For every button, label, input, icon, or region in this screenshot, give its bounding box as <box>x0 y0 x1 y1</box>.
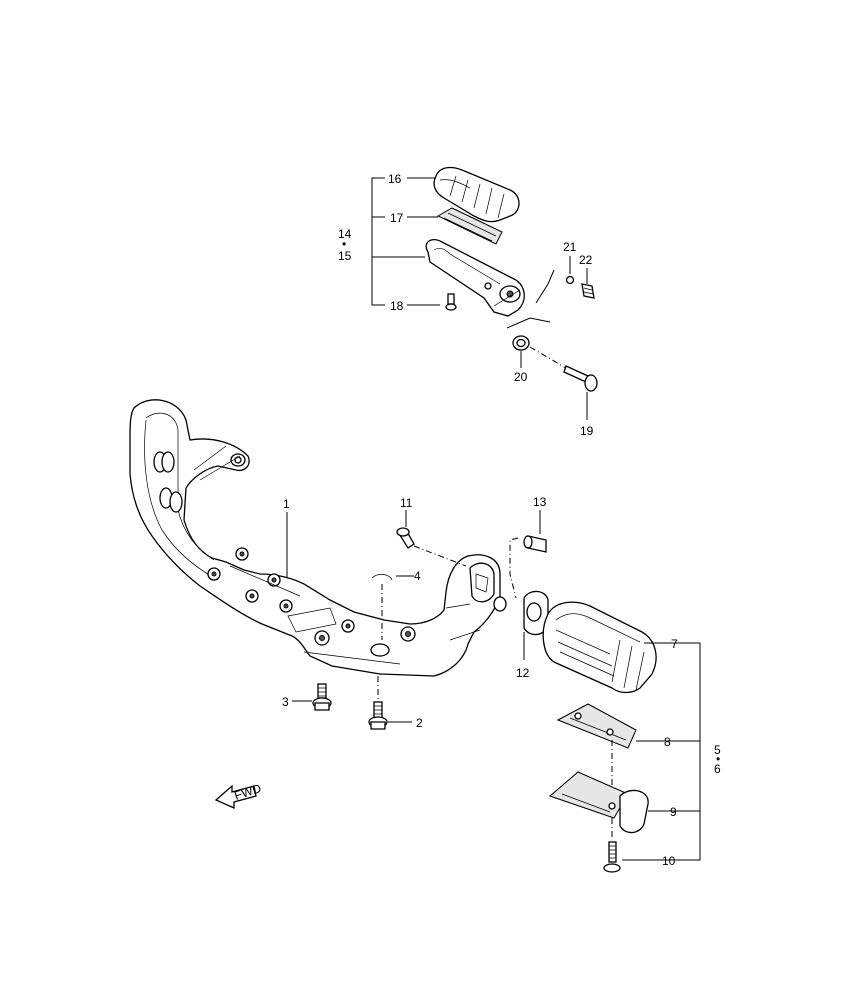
label-part-4: 4 <box>414 569 421 583</box>
label-part-17: 17 <box>390 211 404 225</box>
label-part-7: 7 <box>671 637 678 651</box>
part-3-bolt <box>312 683 332 711</box>
label-part-6: 6 <box>714 762 721 776</box>
label-part-9: 9 <box>670 805 677 819</box>
bracket-14-15 <box>371 177 425 306</box>
dot-5-6: • <box>716 752 720 766</box>
label-part-10: 10 <box>662 854 676 868</box>
upper-footrest-assembly <box>371 166 598 420</box>
label-part-14: 14 <box>338 227 352 241</box>
part-7-rubber <box>542 601 657 694</box>
label-part-16: 16 <box>388 172 402 186</box>
dot-14-15: • <box>342 237 346 251</box>
footrest-arm <box>425 238 525 317</box>
label-part-15: 15 <box>338 249 352 263</box>
label-part-12: 12 <box>516 666 530 680</box>
label-part-3: 3 <box>282 695 289 709</box>
part-2-bolt <box>368 676 388 730</box>
label-part-2: 2 <box>416 716 423 730</box>
part-11-bolt <box>396 527 467 567</box>
part-labels: 16 17 14 • 15 18 21 22 20 19 1 11 13 4 1… <box>282 172 721 868</box>
bracket-5-6 <box>648 642 701 861</box>
part-1-main-bracket <box>129 399 507 677</box>
part-20-washer <box>512 335 530 351</box>
part-8-plate <box>556 703 637 749</box>
label-part-20: 20 <box>514 370 528 384</box>
break-line-upper <box>535 269 555 304</box>
label-part-5: 5 <box>714 743 721 757</box>
label-part-13: 13 <box>533 495 547 509</box>
label-part-22: 22 <box>579 253 593 267</box>
part-16-rubber <box>433 166 520 223</box>
part-21-ball <box>565 275 575 285</box>
forward-arrow-icon: FWD <box>214 781 264 810</box>
fwd-label: FWD <box>233 781 264 803</box>
part-22-spring <box>581 283 595 299</box>
label-part-11: 11 <box>400 496 413 510</box>
label-part-8: 8 <box>664 735 671 749</box>
part-4-clip <box>371 574 393 640</box>
part-10-screw <box>603 818 621 873</box>
part-17-plate <box>436 207 503 245</box>
label-part-21: 21 <box>563 240 577 254</box>
part-19-pin <box>563 365 598 392</box>
label-part-1: 1 <box>283 497 290 511</box>
part-18-screw <box>445 293 457 311</box>
label-part-19: 19 <box>580 424 594 438</box>
label-part-18: 18 <box>390 299 404 313</box>
break-line-lower <box>506 317 551 329</box>
part-13-collar <box>509 535 547 599</box>
part-9-plate <box>549 740 649 834</box>
